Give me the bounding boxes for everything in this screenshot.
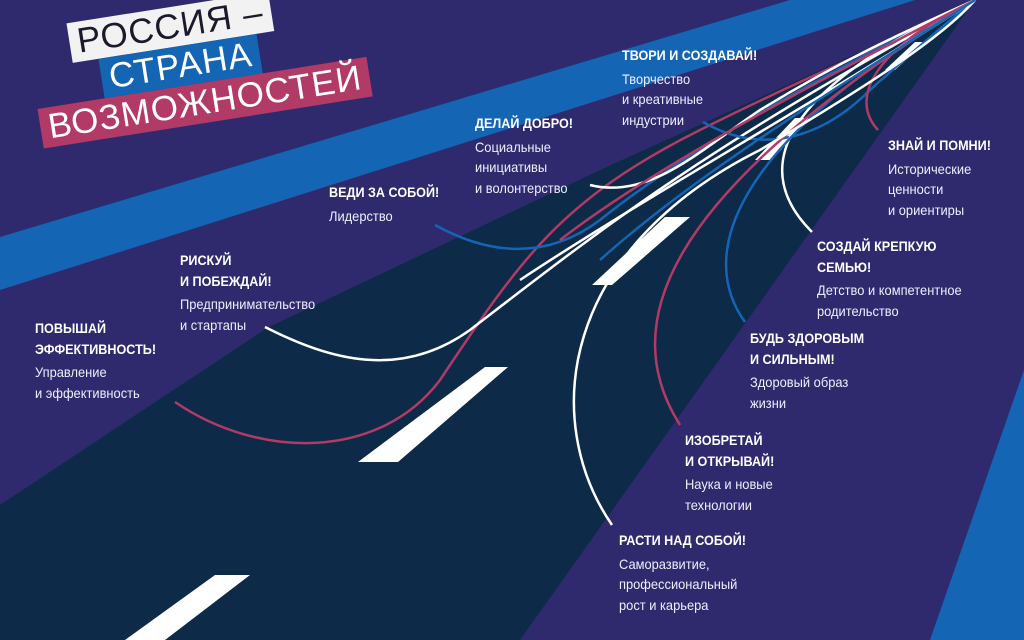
item-desc: инициативы [475, 159, 548, 175]
item-title: ТВОРИ И СОЗДАВАЙ! [622, 47, 758, 63]
item-title: ЭФФЕКТИВНОСТЬ! [35, 340, 157, 357]
item-title: СОЗДАЙ КРЕПКУЮ [817, 238, 937, 254]
item-desc: Детство и компетентное [817, 282, 962, 298]
item-family: СОЗДАЙ КРЕПКУЮ СЕМЬЮ! Детство и компетент… [817, 236, 974, 321]
item-desc: родительство [817, 302, 899, 319]
item-desc: Творчество [622, 70, 691, 87]
item-desc: Саморазвитие, [619, 555, 710, 572]
item-title: И ОТКРЫВАЙ! [685, 452, 775, 469]
item-title: ВЕДИ ЗА СОБОЙ! [329, 184, 440, 200]
item-desc: Предпринимательство [180, 296, 316, 312]
item-health: БУДЬ ЗДОРОВЫМ И СИЛЬНЫМ! Здоровый образ жи… [750, 328, 877, 413]
item-good-deeds: ДЕЛАЙ ДОБРО! Социальные инициативы и волон… [475, 113, 584, 198]
item-title: ПОВЫШАЙ [35, 320, 107, 336]
item-desc: Социальные [475, 138, 551, 155]
item-title: ЗНАЙ И ПОМНИ! [888, 137, 991, 153]
item-desc: и стартапы [180, 316, 247, 333]
item-desc: рост и карьера [619, 596, 709, 613]
item-desc: и эффективность [35, 384, 140, 401]
item-desc: и креативные [622, 91, 704, 107]
item-invent: ИЗОБРЕТАЙ И ОТКРЫВАЙ! Наука и новые технол… [685, 430, 784, 515]
item-title: И СИЛЬНЫМ! [750, 350, 835, 367]
item-desc: Исторические [888, 160, 972, 177]
item-desc: индустрии [622, 111, 685, 128]
item-desc: и волонтерство [475, 179, 568, 196]
item-efficiency: ПОВЫШАЙ ЭФФЕКТИВНОСТЬ! Управление и эффект… [35, 318, 169, 403]
item-desc: Наука и новые [685, 476, 773, 492]
road [0, 0, 975, 640]
item-grow: РАСТИ НАД СОБОЙ! Саморазвитие, профессион… [619, 530, 760, 615]
item-history: ЗНАЙ И ПОМНИ! Исторические ценности и орие… [888, 135, 1002, 220]
item-desc: Здоровый образ [750, 374, 849, 390]
item-desc: Управление [35, 364, 107, 380]
path-curves [174, 0, 976, 526]
item-title: ДЕЛАЙ ДОБРО! [475, 115, 573, 131]
item-title: СЕМЬЮ! [817, 258, 872, 275]
item-title: И ПОБЕЖДАЙ! [180, 272, 272, 289]
item-desc: жизни [750, 394, 787, 411]
item-risk: РИСКУЙ И ПОБЕЖДАЙ! Предпринимательство и с… [180, 250, 327, 335]
blue-band [0, 0, 915, 290]
item-title: БУДЬ ЗДОРОВЫМ [750, 330, 865, 346]
item-desc: Лидерство [329, 207, 393, 224]
item-title: ИЗОБРЕТАЙ [685, 432, 763, 448]
item-create: ТВОРИ И СОЗДАВАЙ! Творчество и креативные… [622, 45, 772, 130]
item-desc: профессиональный [619, 576, 738, 592]
item-leadership: ВЕДИ ЗА СОБОЙ! Лидерство [329, 182, 451, 226]
item-desc: ценности [888, 181, 944, 197]
item-title: РАСТИ НАД СОБОЙ! [619, 532, 746, 548]
right-blue-band [930, 370, 1024, 640]
item-desc: и ориентиры [888, 201, 965, 218]
item-title: РИСКУЙ [180, 252, 232, 268]
item-desc: технологии [685, 496, 752, 513]
